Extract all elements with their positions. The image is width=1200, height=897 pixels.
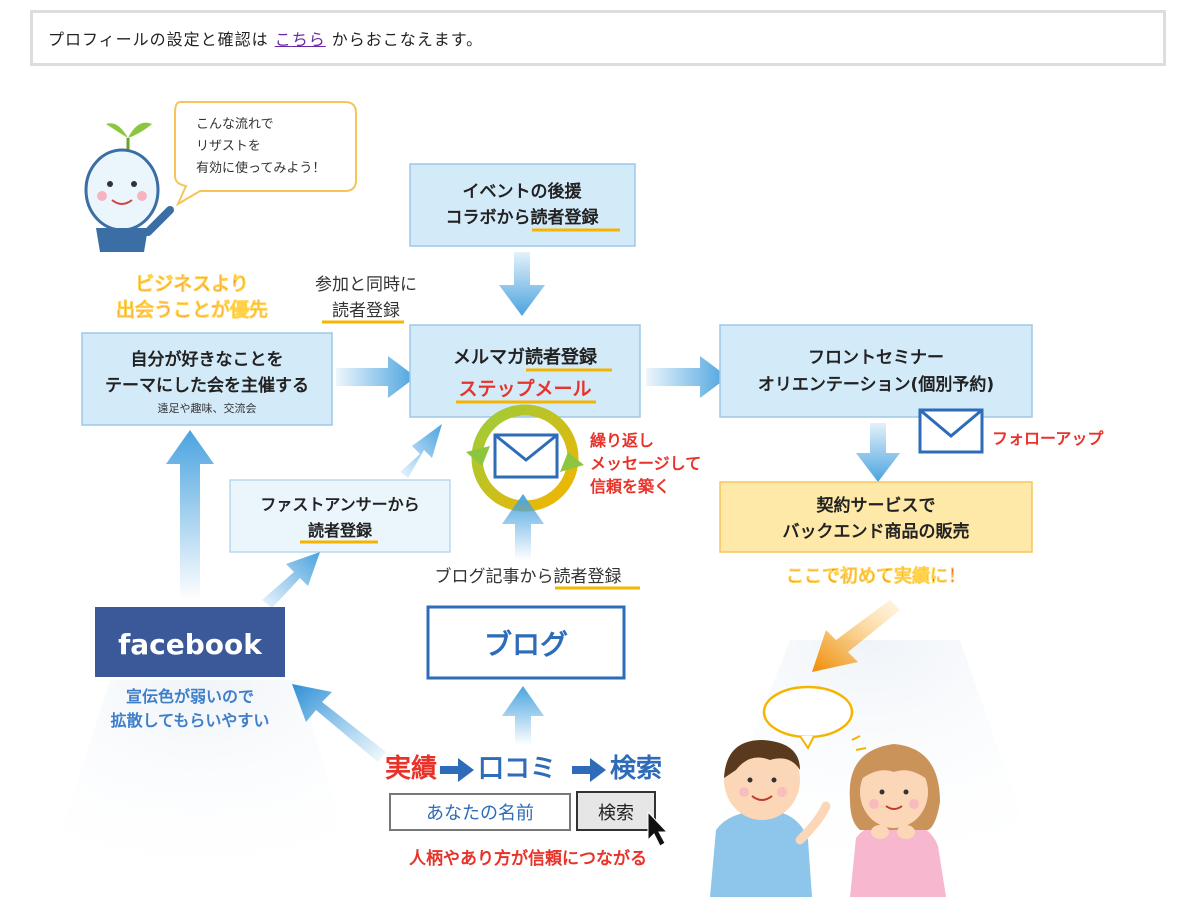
host-box-line-1: 自分が好きなことを <box>131 349 284 370</box>
contract-box: 契約サービスで バックエンド商品の販売 <box>719 481 1033 553</box>
notice-text-after: からおこなえます。 <box>331 30 484 49</box>
flow-word-of-mouth: 口コミ <box>478 754 556 784</box>
event-box-line-1: イベントの後援 <box>463 181 583 202</box>
contract-box-line-1: 契約サービスで <box>816 495 936 516</box>
flow-results: 実績 <box>385 753 437 784</box>
event-box: イベントの後援 コラボから読者登録 <box>409 163 636 247</box>
repeat-line-3: 信頼を築く <box>590 477 670 496</box>
bubble-line-1: こんな流れで <box>196 117 274 132</box>
arrow-front-to-contract <box>856 423 900 482</box>
arrow-event-to-mailmag <box>499 252 545 316</box>
spotlight-left <box>40 680 360 897</box>
facebook-logo-text: facebook <box>118 628 263 661</box>
business-first-line-2: 出会うことが優先 <box>116 298 268 321</box>
cursor-icon <box>647 810 669 847</box>
arrow-facebook-to-host <box>166 430 214 600</box>
arrow-search-to-facebook <box>292 684 386 762</box>
event-box-line-2: コラボから読者登録 <box>446 207 600 228</box>
fast-answer-line-1: ファストアンサーから <box>260 495 419 514</box>
join-label-line-1: 参加と同時に <box>315 275 417 295</box>
host-box-sub: 遠足や趣味、交流会 <box>158 401 257 415</box>
front-box-line-1: フロントセミナー <box>808 348 944 368</box>
followup-label: フォローアップ <box>992 429 1104 448</box>
first-result-label: ここで初めて実績に！ <box>786 565 966 587</box>
arrow-mailmag-to-front <box>646 356 728 398</box>
repeat-line-2: メッセージして <box>590 454 701 473</box>
mailmag-box-line-1: メルマガ読者登録 <box>453 346 598 368</box>
envelope-icon <box>918 408 984 454</box>
search-button-text: 検索 <box>598 803 634 824</box>
arrow-result-to-people <box>812 600 900 672</box>
mailmag-box-line-2: ステップメール <box>458 377 591 400</box>
flow-line: 実績 口コミ 検索 <box>385 753 662 784</box>
facebook-note-line-2: 拡散してもらいやすい <box>111 711 270 730</box>
blog-box: ブログ <box>426 605 626 680</box>
contract-box-line-2: バックエンド商品の販売 <box>783 521 970 542</box>
arrow-facebook-to-fastanswer <box>262 552 320 608</box>
flow-search: 検索 <box>610 754 662 784</box>
search-input-text: あなたの名前 <box>426 803 534 824</box>
girl-icon <box>849 744 946 897</box>
profile-settings-link[interactable]: こちら <box>274 30 326 49</box>
front-seminar-box: フロントセミナー オリエンテーション(個別予約) <box>719 324 1033 418</box>
profile-notice: プロフィールの設定と確認は こちら からおこなえます。 <box>30 10 1166 66</box>
mascot-icon <box>84 122 174 252</box>
mailmag-box: メルマガ読者登録 ステップメール <box>409 324 641 418</box>
trust-note: 人柄やあり方が信頼につながる <box>409 848 647 869</box>
blog-box-label: ブログ <box>484 628 568 661</box>
fast-answer-box: ファストアンサーから 読者登録 <box>229 479 451 553</box>
speech-bubble-icon <box>762 685 854 739</box>
bubble-line-2: リザストを <box>196 139 261 154</box>
arrow-fastanswer-to-mailmag <box>400 424 442 478</box>
fast-answer-line-2: 読者登録 <box>308 521 373 540</box>
search-input-frame <box>389 793 571 831</box>
arrow-blog-to-mailmag <box>502 494 544 560</box>
blog-article-label: ブログ記事から読者登録 <box>435 566 622 587</box>
host-event-box: 自分が好きなことを テーマにした会を主催する 遠足や趣味、交流会 <box>81 332 333 426</box>
business-first-line-1: ビジネスより <box>135 273 249 295</box>
speech-bubble: こんな流れで リザストを 有効に使ってみよう！ <box>174 101 357 207</box>
front-box-line-2: オリエンテーション(個別予約) <box>758 374 994 395</box>
flow-diagram: こんな流れで リザストを 有効に使ってみよう！ ビジネスより 出会うことが優先 … <box>40 101 1104 897</box>
join-label-line-2: 読者登録 <box>332 301 400 321</box>
mail-icon <box>493 433 559 479</box>
host-box-line-2: テーマにした会を主催する <box>105 375 309 396</box>
boy-icon <box>710 740 831 897</box>
repeat-line-1: 繰り返し <box>590 431 654 450</box>
search-button-frame <box>576 791 656 831</box>
facebook-note-line-1: 宣伝色が弱いので <box>126 687 254 706</box>
bubble-line-3: 有効に使ってみよう！ <box>196 160 325 176</box>
notice-text-before: プロフィールの設定と確認は <box>48 30 269 49</box>
arrow-host-to-mailmag <box>336 356 416 398</box>
facebook-logo: facebook <box>95 607 285 677</box>
arrow-search-to-blog <box>502 686 544 745</box>
